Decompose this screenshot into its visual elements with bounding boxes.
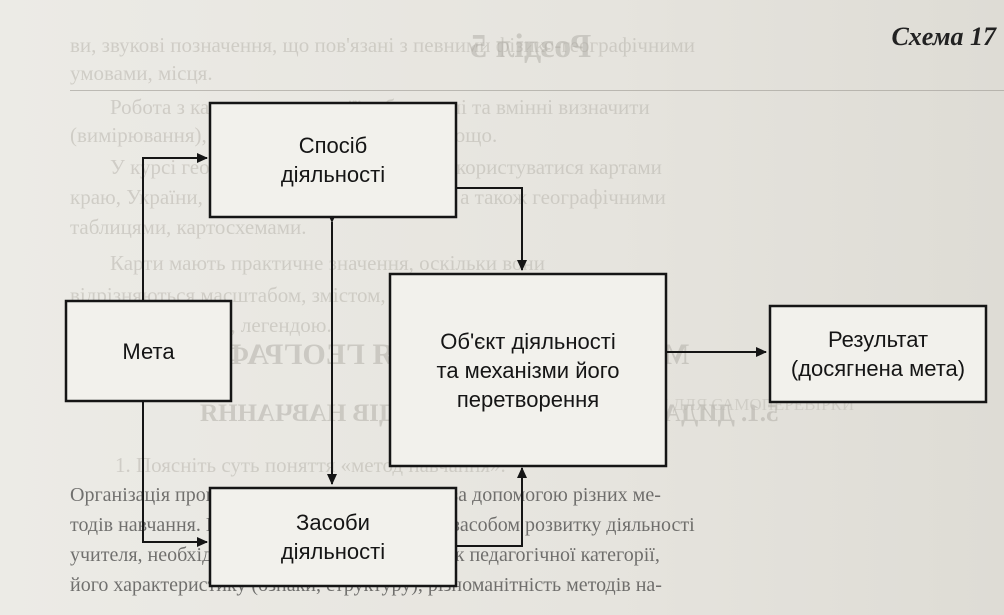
- node-object-label: Об'єкт діяльності та механізми його пере…: [390, 274, 666, 466]
- node-object-text: та механізми його: [436, 357, 620, 383]
- node-means-box: [208, 486, 458, 588]
- node-goal-label: Мета: [66, 301, 231, 401]
- node-object-box: [388, 272, 668, 468]
- node-object-text: перетворення: [456, 386, 600, 412]
- node-result-text: Результат: [827, 327, 929, 352]
- node-means-text: Засоби: [296, 510, 370, 535]
- scheme-label: Схема 17: [891, 22, 996, 51]
- node-result-label: Результат (досягнена мета): [770, 306, 986, 402]
- node-means-text: діяльності: [280, 539, 386, 564]
- node-method-box: [208, 101, 458, 219]
- node-method-text: Спосіб: [298, 133, 368, 158]
- edge-means-object: [457, 467, 527, 547]
- edge-goal-means: [142, 400, 208, 547]
- node-goal-text: Мета: [122, 338, 175, 364]
- node-result-text: (досягнена мета): [790, 356, 966, 381]
- node-method-label: Спосіб діяльності: [210, 103, 456, 217]
- node-goal-box: [64, 299, 233, 403]
- edge-method-object: [457, 187, 527, 271]
- node-method-text: діяльності: [280, 162, 386, 187]
- node-object-text: Об'єкт діяльності: [440, 328, 616, 354]
- bleed-rule: [70, 90, 1004, 91]
- edge-goal-method: [142, 153, 208, 300]
- node-means-label: Засоби діяльності: [210, 488, 456, 586]
- node-result-box: [768, 304, 988, 404]
